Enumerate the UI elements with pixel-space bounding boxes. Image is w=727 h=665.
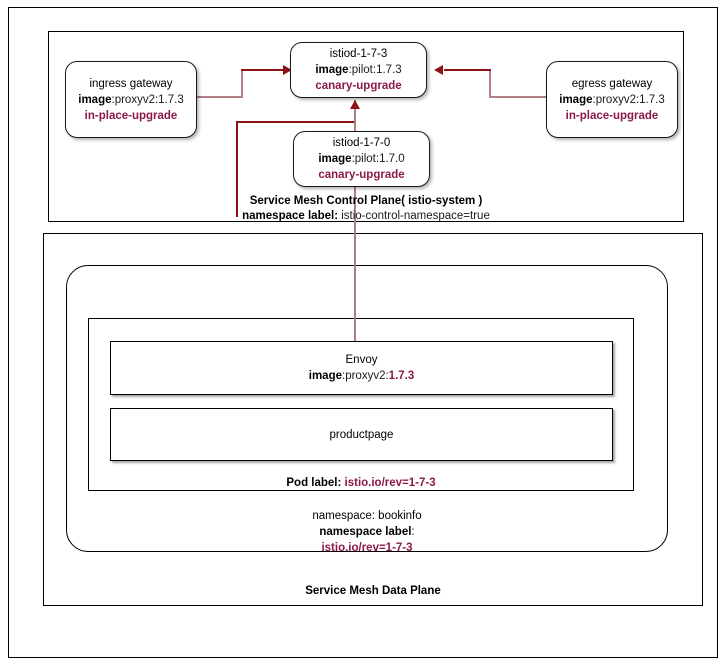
- envoy-image-mid: :proxyv2:: [342, 370, 389, 382]
- connector-ingress-horizontal-lower: [197, 96, 243, 98]
- pod-label-key: Pod label:: [286, 477, 342, 489]
- istiod-old-strategy: canary-upgrade: [318, 169, 405, 181]
- egress-gateway-image-key: image: [559, 93, 593, 106]
- istiod-old-image-key: image: [318, 153, 352, 165]
- control-plane-caption-label-value: istio-control-namespace=true: [338, 210, 490, 222]
- arrowhead-loop-to-istiod: [350, 100, 360, 109]
- ingress-gateway-image: image:proxyv2:1.7.3: [78, 92, 183, 108]
- envoy-image-version: 1.7.3: [388, 370, 415, 382]
- connector-egress-horizontal-lower: [489, 96, 549, 98]
- node-istiod-1-7-3[interactable]: istiod-1-7-3 image:pilot:1.7.3 canary-up…: [290, 42, 427, 98]
- control-plane-caption: Service Mesh Control Plane( istio-system…: [48, 194, 684, 224]
- envoy-image-key: image: [308, 370, 342, 382]
- node-istiod-1-7-0[interactable]: istiod-1-7-0 image:pilot:1.7.0 canary-up…: [293, 131, 430, 187]
- connector-ingress-vertical: [241, 70, 243, 98]
- egress-gateway-strategy: in-place-upgrade: [565, 109, 659, 122]
- page-frame: [8, 7, 718, 658]
- istiod-new-image-key: image: [315, 64, 349, 76]
- connector-istiod-to-envoy: [354, 100, 356, 346]
- istiod-old-image: image:pilot:1.7.0: [318, 151, 404, 167]
- namespace-label-line: namespace label:: [66, 524, 668, 540]
- connector-loop-horizontal: [236, 121, 356, 123]
- egress-gateway-name: egress gateway: [571, 77, 653, 90]
- productpage-name: productpage: [329, 428, 394, 441]
- ingress-gateway-name: ingress gateway: [89, 77, 173, 90]
- connector-egress-horizontal-upper: [444, 69, 491, 71]
- egress-gateway-image-value: :proxyv2:1.7.3: [592, 93, 665, 106]
- istiod-old-image-value: :pilot:1.7.0: [351, 153, 405, 165]
- istiod-new-name: istiod-1-7-3: [329, 48, 388, 60]
- istiod-new-image-value: :pilot:1.7.3: [348, 64, 402, 76]
- node-egress-gateway[interactable]: egress gateway image:proxyv2:1.7.3 in-pl…: [546, 61, 678, 138]
- namespace-label-colon: :: [411, 526, 415, 538]
- namespace-label-key: namespace label: [319, 526, 412, 538]
- namespace-caption: namespace: bookinfo namespace label: ist…: [66, 508, 668, 556]
- connector-ingress-horizontal-upper: [241, 69, 286, 71]
- connector-egress-vertical: [489, 70, 491, 98]
- control-plane-caption-title: Service Mesh Control Plane( istio-system…: [249, 195, 483, 207]
- namespace-label-value: istio.io/rev=1-7-3: [321, 542, 413, 554]
- arrowhead-egress-to-istiod: [434, 65, 443, 75]
- pod-label-value: istio.io/rev=1-7-3: [341, 477, 436, 489]
- node-ingress-gateway[interactable]: ingress gateway image:proxyv2:1.7.3 in-p…: [65, 61, 197, 138]
- data-plane-caption: Service Mesh Data Plane: [305, 585, 441, 597]
- pod-label-caption: Pod label: istio.io/rev=1-7-3: [88, 476, 634, 491]
- ingress-gateway-strategy: in-place-upgrade: [84, 109, 178, 122]
- istiod-new-strategy: canary-upgrade: [315, 80, 402, 92]
- control-plane-caption-namespace-label: namespace label: istio-control-namespace…: [48, 209, 684, 224]
- egress-gateway-image: image:proxyv2:1.7.3: [559, 92, 664, 108]
- container-productpage[interactable]: productpage: [110, 408, 613, 461]
- arrowhead-ingress-to-istiod: [283, 65, 292, 75]
- ingress-gateway-image-key: image: [78, 93, 112, 106]
- envoy-image: image:proxyv2:1.7.3: [309, 368, 415, 384]
- istiod-old-name: istiod-1-7-0: [332, 137, 391, 149]
- connector-loop-vertical-left: [236, 121, 238, 217]
- istiod-new-image: image:pilot:1.7.3: [315, 62, 401, 78]
- container-envoy[interactable]: Envoy image:proxyv2:1.7.3: [110, 341, 613, 395]
- control-plane-caption-label-key: namespace label:: [242, 210, 339, 222]
- envoy-name: Envoy: [345, 354, 378, 366]
- ingress-gateway-image-value: :proxyv2:1.7.3: [111, 93, 184, 106]
- namespace-name-line: namespace: bookinfo: [312, 510, 422, 522]
